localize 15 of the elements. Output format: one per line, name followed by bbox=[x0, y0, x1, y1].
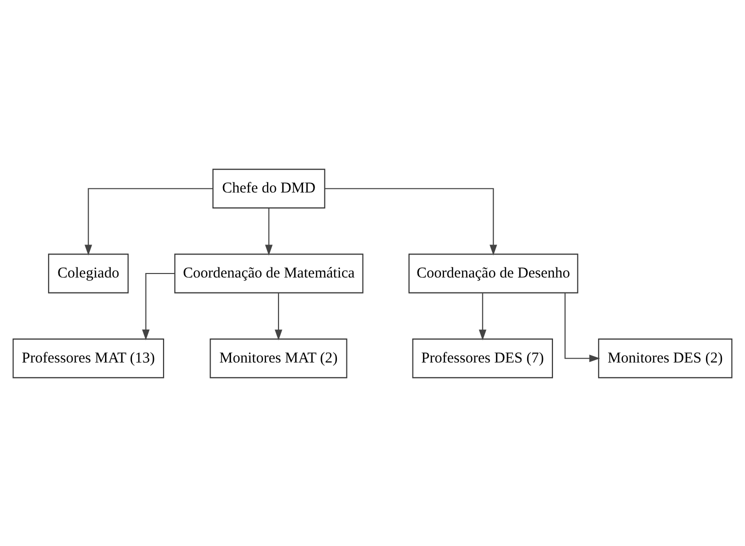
node-box: Monitores DES (2) bbox=[598, 338, 732, 378]
node-box: Monitores MAT (2) bbox=[210, 338, 348, 378]
node-box: Coordenação de Matemática bbox=[174, 253, 364, 293]
arrow bbox=[142, 272, 175, 340]
arrow bbox=[274, 292, 282, 340]
node-box: Coordenação de Desenho bbox=[408, 253, 578, 293]
arrow bbox=[478, 292, 486, 340]
node-box: Professores MAT (13) bbox=[12, 338, 164, 378]
arrow bbox=[84, 188, 213, 255]
node-box: Colegiado bbox=[48, 253, 129, 293]
node-box: Professores DES (7) bbox=[412, 338, 553, 378]
arrow bbox=[324, 188, 498, 255]
arrow bbox=[265, 208, 273, 256]
arrow bbox=[564, 292, 600, 362]
node-box: Chefe do DMD bbox=[212, 168, 326, 208]
